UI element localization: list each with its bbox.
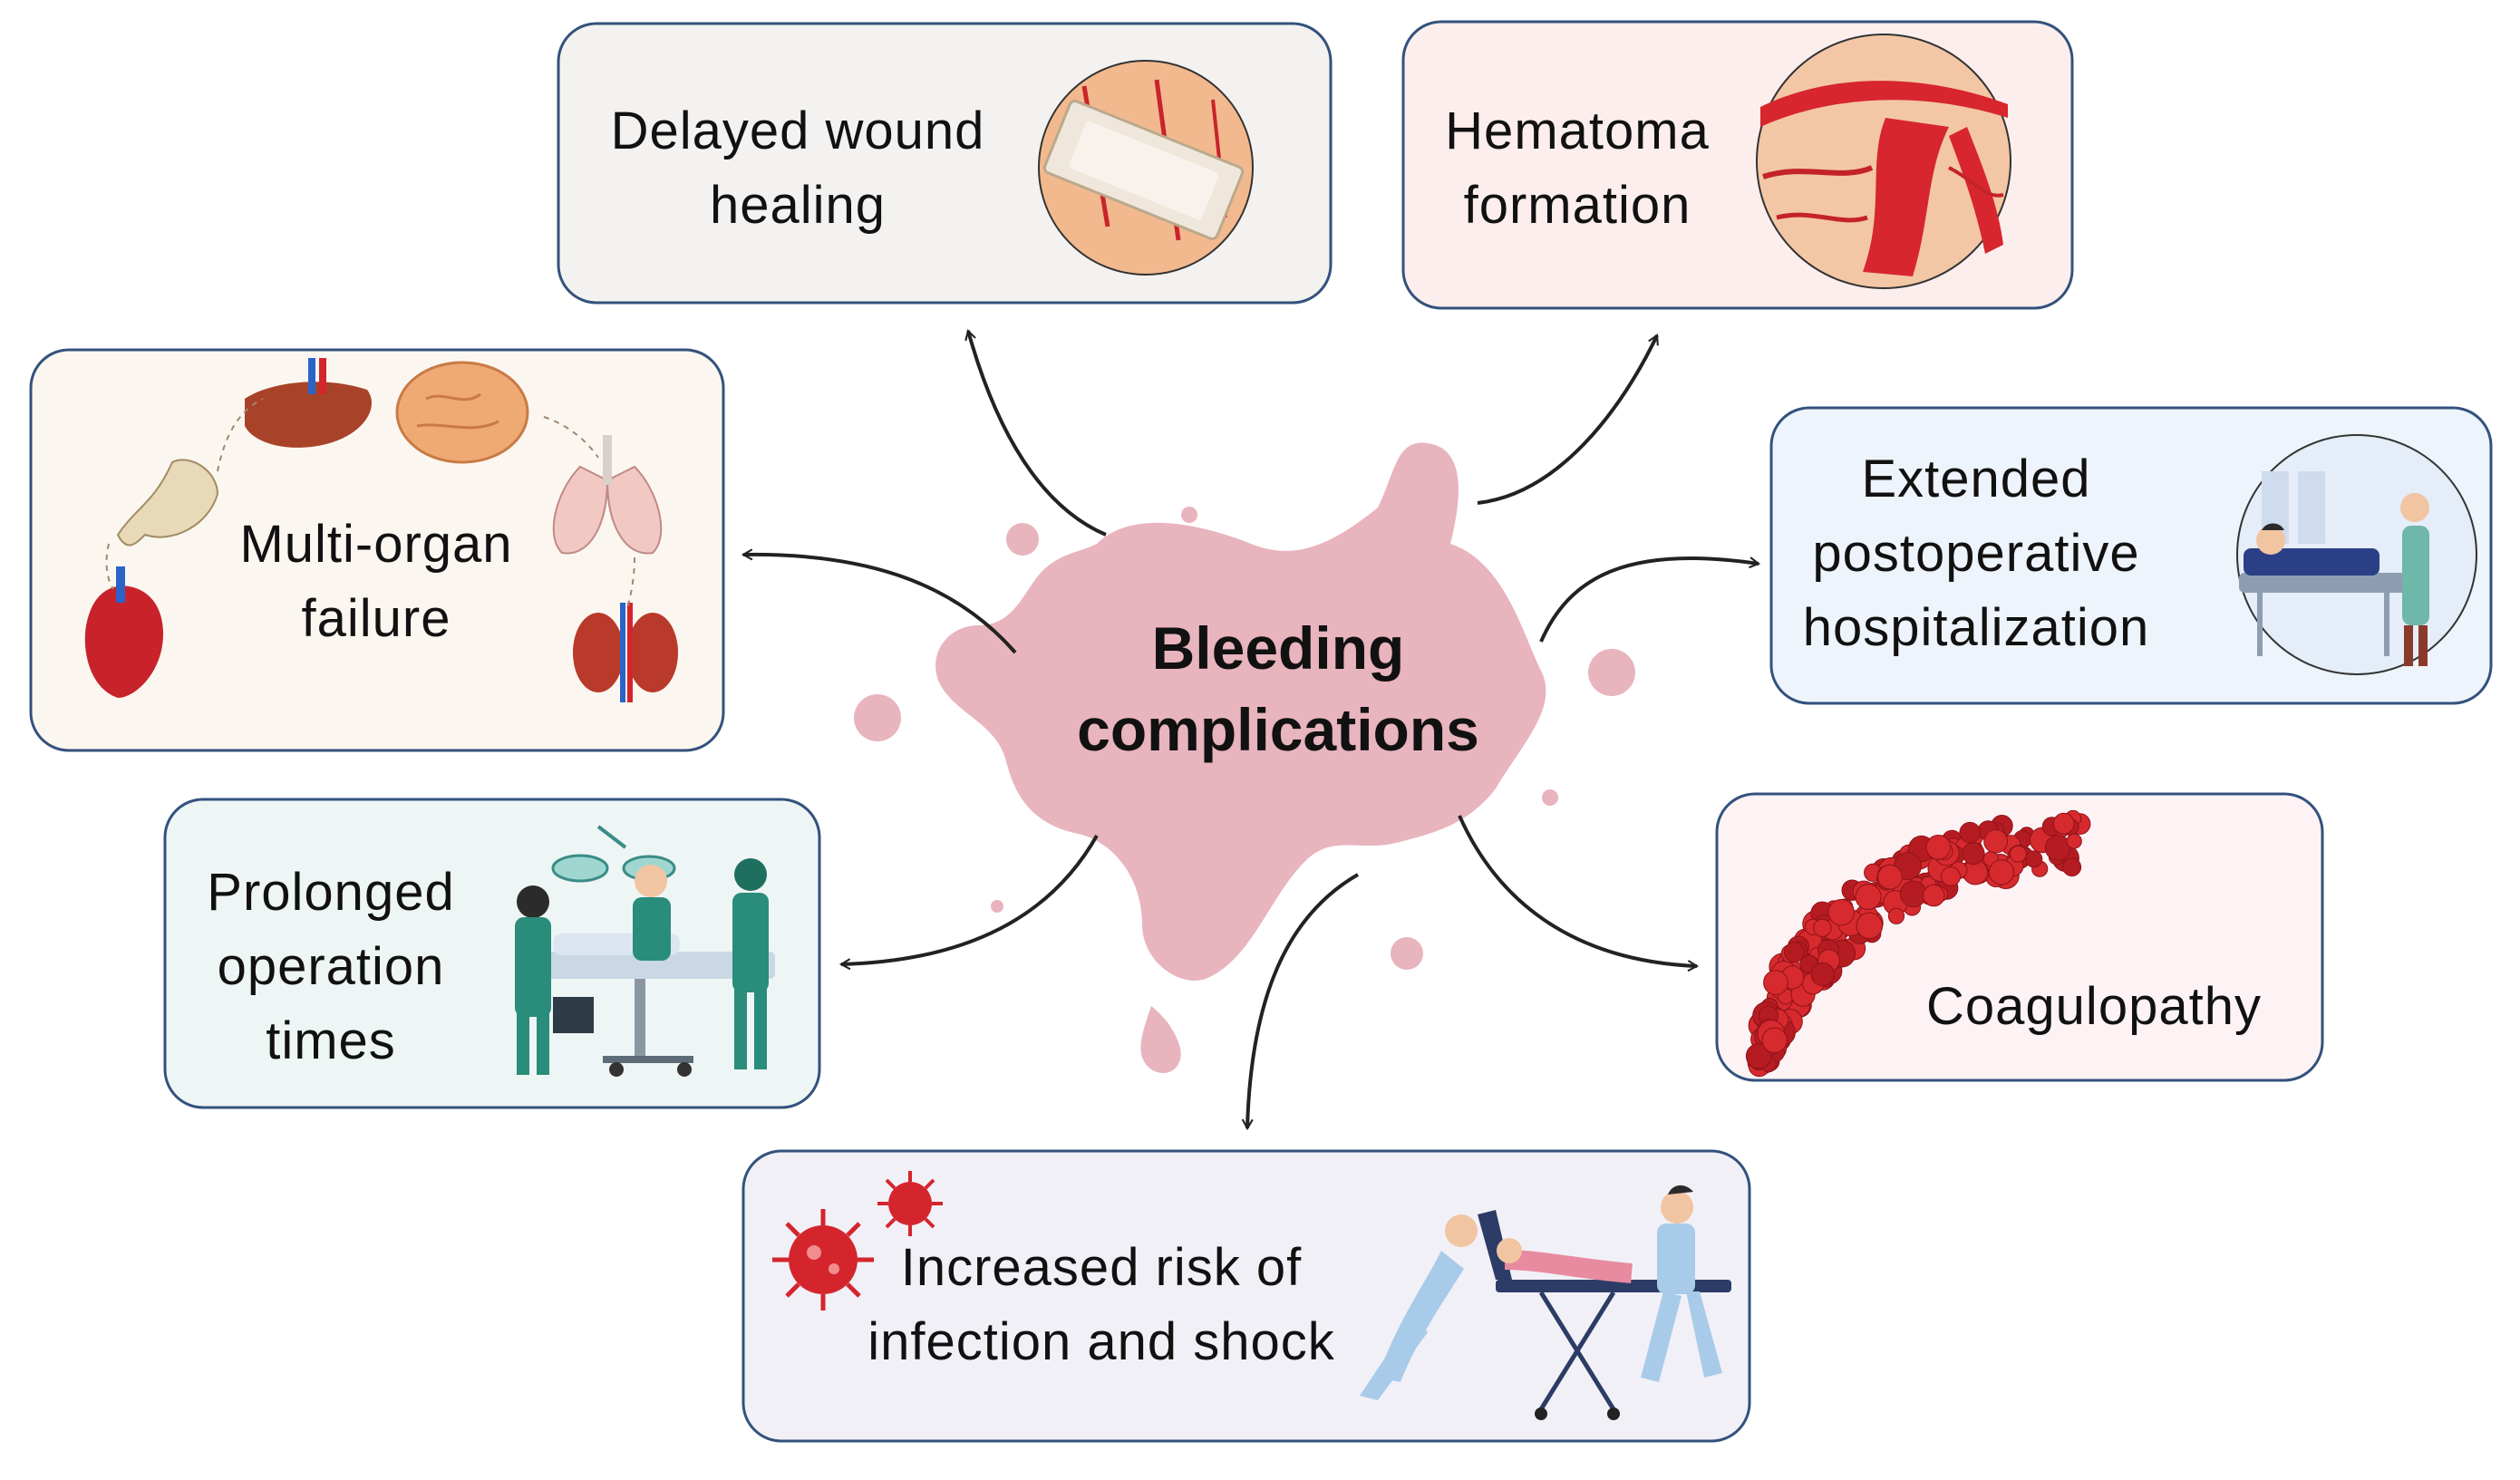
virus-icon [772,1171,943,1311]
blood-cell [1827,899,1855,926]
blood-cell [2062,857,2082,877]
label-extended-hospitalization: Extended postoperative hospitalization [1777,442,2176,665]
label-line: infection and shock [867,1312,1335,1371]
blood-cell [1813,918,1832,937]
blood-cell [1923,884,1945,907]
blood-cell [2066,833,2082,849]
blood-cell [1877,864,1903,890]
blood-cell [1856,912,1884,940]
label-line: times [266,1011,396,1070]
label-hematoma-formation: Hematoma formation [1423,94,1731,243]
label-line: postoperative [1812,524,2140,583]
center-title-line1: Bleeding [1151,614,1405,682]
blood-cell [1761,1027,1788,1054]
center-title: Bleeding complications [988,607,1568,770]
label-line: formation [1463,176,1691,235]
patient-in-bed-icon [2236,434,2477,675]
label-line: Increased risk of [900,1238,1303,1297]
blood-cell [2052,812,2075,835]
label-line: Prolonged [207,863,455,922]
arrow-to-hematoma [1477,334,1659,505]
blood-cell [1925,835,1952,860]
label-line: Coagulopathy [1926,977,2262,1036]
arrow-to-infection [1241,873,1360,1131]
arrow-to-coagulopathy [1458,815,1700,972]
label-infection-and-shock: Increased risk of infection and shock [834,1231,1369,1379]
blood-cell [1899,880,1927,908]
label-line: Extended [1861,450,2091,508]
blood-cell [1959,821,1981,844]
organs-icon [84,358,678,702]
label-multi-organ-failure: Multi-organ failure [208,508,544,656]
label-line: healing [709,176,887,235]
arrows [741,328,1761,1131]
label-line: hospitalization [1802,598,2150,657]
blood-cell [1983,828,2009,854]
emergency-stretcher-icon [1360,1185,1731,1420]
center-title-line2: complications [1077,696,1479,763]
arrow-to-hospital [1539,556,1761,643]
label-line: operation [217,937,445,996]
arrow-to-operation [838,835,1099,971]
blood-cell [1763,970,1788,995]
blood-splash [854,442,1635,1073]
blood-cell [1941,866,1961,887]
arrow-to-organ [741,548,1017,654]
box-multi-organ-failure [29,348,725,752]
label-coagulopathy: Coagulopathy [1895,970,2293,1044]
label-delayed-wound-healing: Delayed wound healing [580,94,1015,243]
blood-cell [1855,884,1882,910]
blood-cell [1810,962,1835,987]
label-line: failure [301,589,451,648]
blood-cell [1988,859,2015,885]
blood-cell [1962,842,1985,866]
arrow-to-wound [964,328,1107,537]
bandage-on-skin-icon [1038,60,1254,276]
label-line: Multi-organ [239,515,513,574]
surgical-team-icon [515,825,775,1077]
blood-cell [2009,845,2027,863]
blood-cell [2025,850,2043,868]
label-line: Delayed wound [610,102,985,160]
label-prolonged-operation-times: Prolonged operation times [181,856,480,1079]
label-line: Hematoma [1445,102,1710,160]
blood-cell [1887,907,1905,924]
red-blood-cells-icon [1745,809,2091,1078]
blood-cell [1745,1043,1772,1069]
blood-cell [1784,942,1805,962]
blood-clot-tissue-icon [1756,34,2011,289]
